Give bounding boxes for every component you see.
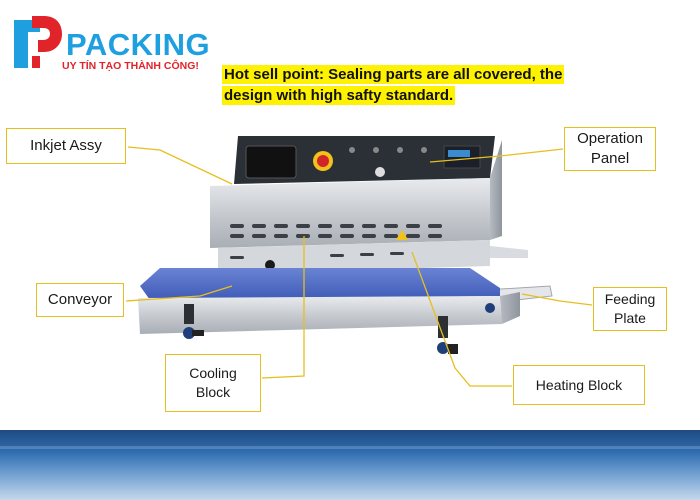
banner-stripe [0, 446, 700, 449]
callout-feeding-plate-line-1: Feeding [604, 291, 656, 307]
callout-cooling-block-line-2: Block [195, 384, 231, 400]
tp-logo-icon [14, 16, 62, 68]
callout-heating-block-label: Heating Block [535, 376, 623, 393]
upper-cover [210, 178, 490, 248]
callout-cooling-block-line-1: Cooling [189, 365, 237, 381]
callout-inkjet-assy: Inkjet Assy [6, 128, 126, 164]
machine-base [138, 296, 502, 334]
logo-slogan: UY TÍN TẠO THÀNH CÔNG! [62, 60, 199, 72]
adjuster-foot [437, 342, 449, 354]
emergency-stop-button [317, 155, 329, 167]
callout-cooling-block: Cooling Block [165, 354, 261, 412]
callout-heating-block: Heating Block [513, 365, 645, 405]
packing-logo: PACKING UY TÍN TẠO THÀNH CÔNG! [10, 12, 210, 74]
bottom-banner [0, 430, 700, 500]
knob [375, 167, 385, 177]
headline-line-1: Hot sell point: Sealing parts are all co… [222, 65, 565, 84]
headline-line-2: design with high safty standard. [222, 86, 456, 105]
headline: Hot sell point: Sealing parts are all co… [222, 64, 582, 106]
callout-operation-panel-line-2: Panel [590, 150, 630, 167]
conveyor-belt [140, 268, 500, 300]
callout-inkjet-label: Inkjet Assy [30, 137, 102, 154]
logo-wordmark: PACKING [66, 27, 211, 62]
callout-conveyor: Conveyor [36, 283, 124, 317]
callout-operation-panel-line-1: Operation [577, 130, 643, 147]
callout-conveyor-label: Conveyor [47, 291, 113, 308]
band-sealer-machine-illustration [138, 136, 553, 354]
callout-operation-panel: Operation Panel [564, 127, 656, 171]
callout-feeding-plate-line-2: Plate [614, 310, 646, 326]
touch-screen [245, 145, 297, 179]
control-panel-housing [234, 136, 495, 184]
callout-feeding-plate: Feeding Plate [593, 287, 667, 331]
side-plate [490, 246, 528, 258]
warning-sign [396, 230, 408, 240]
